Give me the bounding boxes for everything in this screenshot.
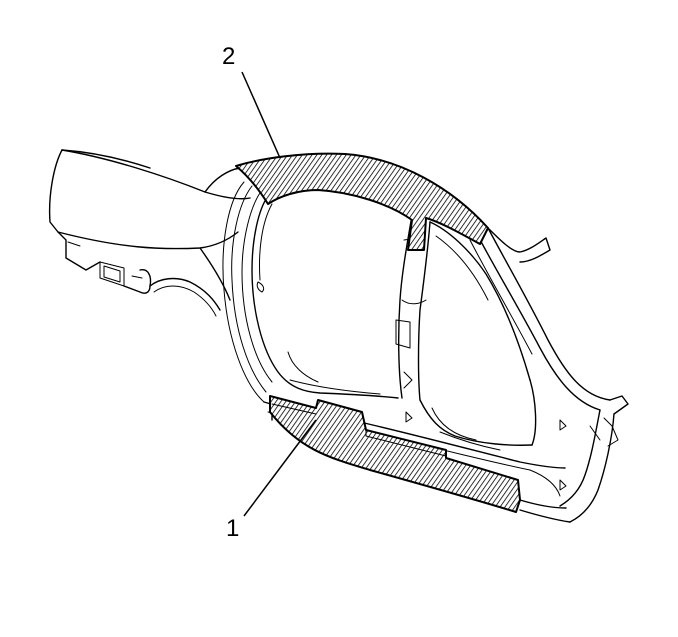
callout-label-2: 2: [222, 43, 235, 70]
rocker-sill-hatched-region: [269, 395, 521, 513]
leader-line-2: [241, 71, 281, 159]
leader-line-1: [243, 419, 317, 517]
callout-leaders: [241, 71, 317, 517]
rear-quarter-panel: [48, 149, 251, 317]
roof-rail-hatched-region: [235, 152, 489, 251]
callout-label-1: 1: [226, 515, 239, 542]
